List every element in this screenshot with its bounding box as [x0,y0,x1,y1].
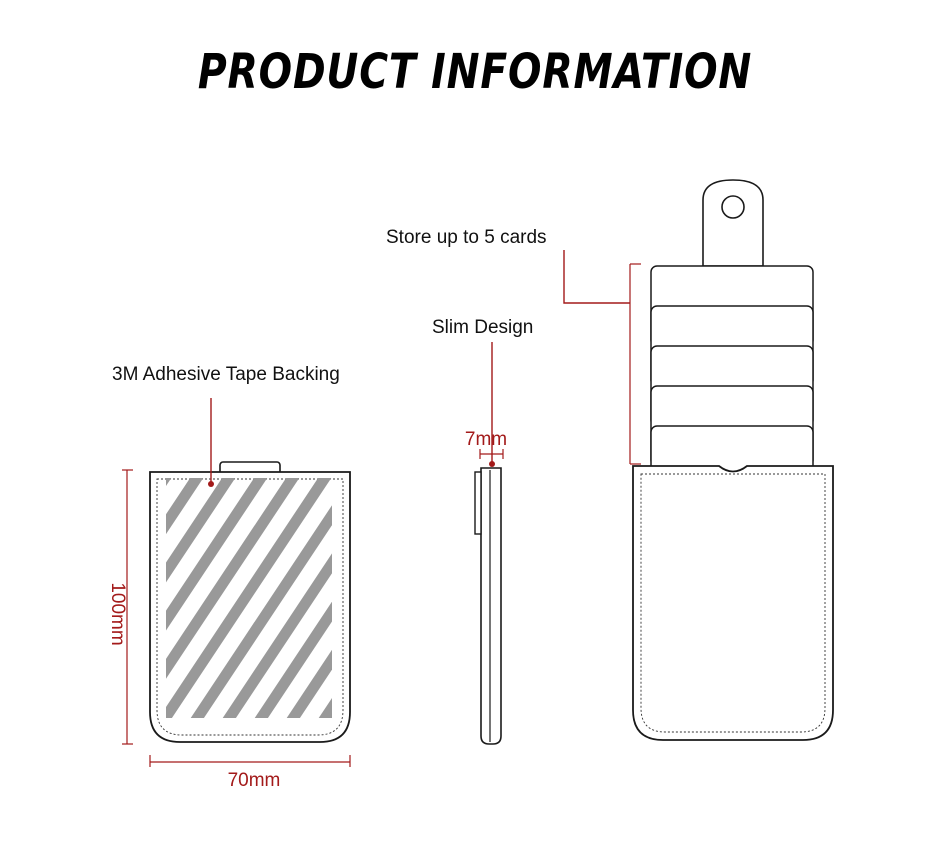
slim-pointer-dot [489,461,495,467]
page-title: PRODUCT INFORMATION [197,44,753,100]
adhesive-stripe [286,649,332,718]
cards-label: Store up to 5 cards [386,227,547,248]
side-clip [474,471,482,535]
adhesive-pointer-dot [208,481,214,487]
adhesive-stripe [166,478,204,535]
height-label: 100mm [107,582,128,645]
slim-label: Slim Design [432,317,533,338]
back-stitching [156,478,344,736]
slim-callout: Slim Design 7mm [432,317,533,467]
adhesive-stripe [166,478,268,631]
adhesive-stripe [166,478,332,718]
cards-pointer [563,250,630,304]
height-dimension: 100mm [107,469,133,745]
adhesive-stripe [254,601,332,718]
cards-callout: Store up to 5 cards [386,227,641,465]
adhesive-callout: 3M Adhesive Tape Backing [112,364,340,487]
adhesive-label: 3M Adhesive Tape Backing [112,364,340,385]
side-view-wallet [474,467,502,745]
card-slots [650,265,814,507]
thickness-label: 7mm [465,429,507,450]
adhesive-stripe [166,478,236,583]
back-view-wallet [149,461,351,743]
width-label: 70mm [228,770,281,791]
pull-tab-hole [721,195,745,219]
side-body-outer [480,467,502,745]
adhesive-stripes [166,478,332,718]
adhesive-stripe [166,478,300,679]
open-view-wallet [632,179,834,741]
adhesive-stripe [222,553,332,718]
adhesive-stripe [190,505,332,718]
adhesive-stripe [166,478,172,486]
open-body [632,465,834,741]
pull-tab [702,179,764,267]
width-dimension: 70mm [149,755,351,791]
open-stitching [640,473,826,733]
